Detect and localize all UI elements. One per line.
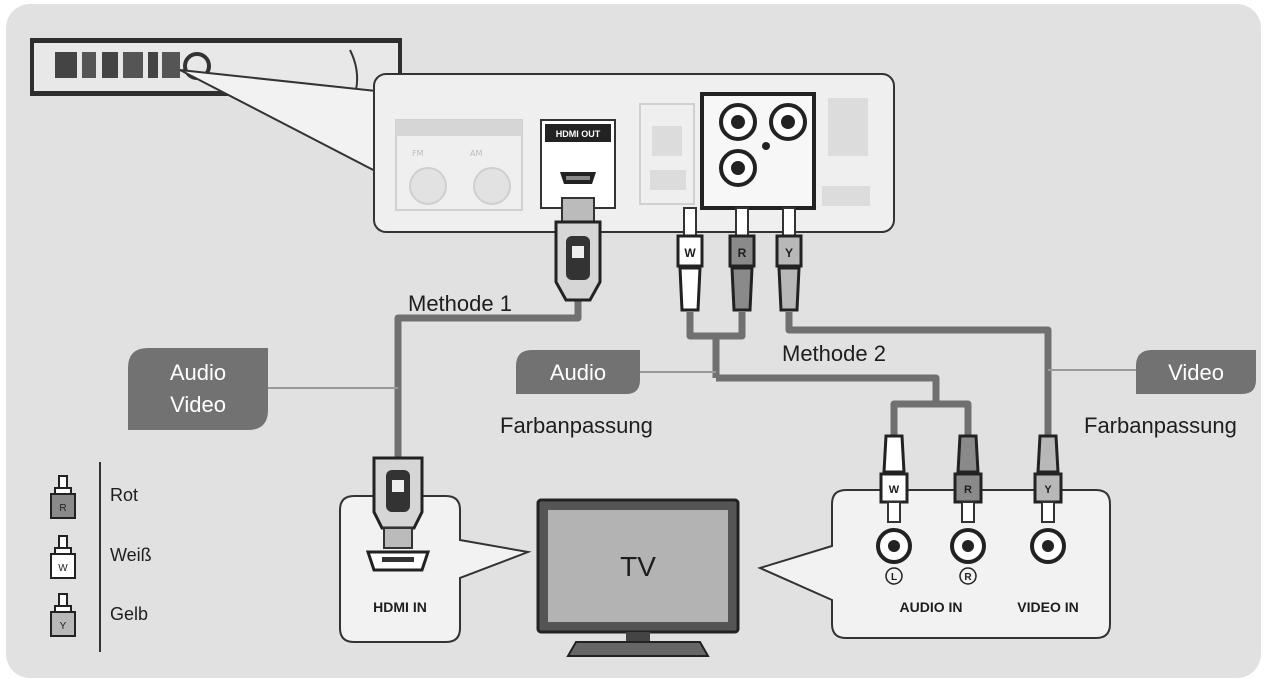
svg-text:Video: Video bbox=[170, 392, 226, 417]
legend-label-white: Weiß bbox=[110, 545, 152, 565]
video-badge: Video bbox=[1136, 350, 1256, 394]
hdmi-cable bbox=[394, 300, 582, 470]
svg-text:Y: Y bbox=[1044, 484, 1052, 496]
audio-video-badge: Audio Video bbox=[128, 348, 268, 430]
rca-plug-yellow-top: Y bbox=[775, 207, 803, 312]
legend-item-yellow: Y Gelb bbox=[50, 593, 148, 637]
av-output-ports bbox=[700, 92, 816, 210]
svg-text:R: R bbox=[738, 246, 747, 260]
svg-text:R: R bbox=[59, 503, 66, 514]
legend-item-white: W Weiß bbox=[50, 535, 152, 579]
tv-label: TV bbox=[620, 551, 656, 582]
video-in-label: VIDEO IN bbox=[1017, 599, 1078, 615]
channel-right-label: R bbox=[964, 572, 972, 583]
tv: TV bbox=[536, 498, 740, 657]
leader-lines bbox=[268, 369, 1136, 389]
rca-plug-white-top: W bbox=[676, 207, 704, 312]
svg-text:AM: AM bbox=[470, 149, 482, 158]
audio-badge: Audio bbox=[516, 350, 640, 394]
video-cable bbox=[785, 312, 1052, 438]
hdmi-out-port: HDMI OUT bbox=[540, 119, 616, 209]
audio-cable-red bbox=[716, 312, 746, 340]
svg-text:Video: Video bbox=[1168, 360, 1224, 385]
color-legend: R Rot W Weiß Y Gelb bbox=[50, 462, 152, 652]
color-match-right: Farbanpassung bbox=[1084, 413, 1237, 438]
audio-cable-trunk bbox=[716, 374, 940, 404]
hdmi-in-callout: HDMI IN bbox=[339, 456, 532, 643]
color-match-left: Farbanpassung bbox=[500, 413, 653, 438]
hdmi-in-label: HDMI IN bbox=[373, 599, 427, 615]
rca-plug-red-top: R bbox=[728, 207, 756, 312]
audio-cable-white bbox=[686, 312, 720, 378]
audio-in-label: AUDIO IN bbox=[900, 599, 963, 615]
legend-label-yellow: Gelb bbox=[110, 604, 148, 624]
svg-text:W: W bbox=[889, 484, 900, 496]
svg-text:W: W bbox=[684, 246, 696, 260]
svg-text:R: R bbox=[964, 484, 972, 496]
hdmi-plug-top bbox=[554, 197, 602, 302]
legend-label-red: Rot bbox=[110, 485, 138, 505]
svg-text:Audio: Audio bbox=[170, 360, 226, 385]
svg-text:Y: Y bbox=[60, 621, 67, 632]
svg-text:Y: Y bbox=[785, 246, 793, 260]
svg-text:Audio: Audio bbox=[550, 360, 606, 385]
method1-label: Methode 1 bbox=[408, 291, 512, 316]
audio-cable-tv-red bbox=[936, 400, 972, 438]
method2-label: Methode 2 bbox=[782, 341, 886, 366]
channel-left-label: L bbox=[891, 572, 897, 583]
svg-text:W: W bbox=[58, 563, 68, 574]
svg-text:FM: FM bbox=[412, 149, 424, 158]
legend-item-red: R Rot bbox=[50, 475, 138, 519]
hdmi-out-label: HDMI OUT bbox=[556, 129, 601, 139]
audio-cable-tv-white bbox=[890, 400, 936, 438]
av-in-callout: W R Y L R AUDIO IN VIDEO IN bbox=[757, 434, 1111, 639]
cables bbox=[394, 300, 1052, 470]
